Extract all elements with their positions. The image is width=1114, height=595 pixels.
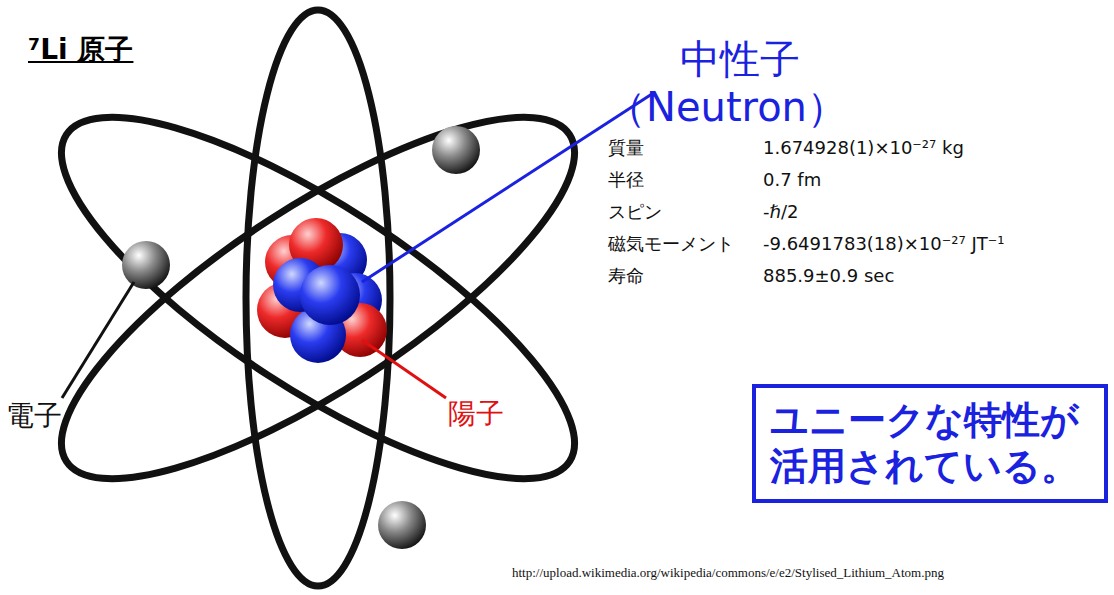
nucleus xyxy=(257,218,387,363)
property-value: 885.9±0.9 sec xyxy=(763,266,894,287)
electron-leader xyxy=(62,282,134,398)
electron-label: 電子 xyxy=(6,400,62,432)
property-name: 磁気モーメント xyxy=(608,234,734,255)
property-value: -ℏ/2 xyxy=(763,202,798,223)
property-name: 半径 xyxy=(608,170,644,191)
neutron-label-en: （Neutron） xyxy=(606,84,847,130)
box-text: ユニークな特性が 活用されている。 xyxy=(770,398,1090,489)
diagram-title: ⁷Li 原子 xyxy=(28,34,133,66)
highlight-box: ユニークな特性が 活用されている。 xyxy=(752,384,1108,503)
neutron-label: 中性子 xyxy=(680,36,800,82)
property-value: 1.674928(1)×10⁻²⁷ kg xyxy=(763,138,964,159)
proton-leader xyxy=(362,340,446,398)
property-value: 0.7 fm xyxy=(763,170,821,191)
property-name: 寿命 xyxy=(608,266,644,287)
property-value: -9.6491783(18)×10⁻²⁷ JT⁻¹ xyxy=(763,234,1004,255)
proton-label: 陽子 xyxy=(448,398,504,430)
property-name: スピン xyxy=(608,202,662,223)
property-name: 質量 xyxy=(608,138,644,159)
electrons xyxy=(122,126,480,549)
orbits xyxy=(16,10,619,586)
source-url: http://upload.wikimedia.org/wikipedia/co… xyxy=(512,566,944,581)
